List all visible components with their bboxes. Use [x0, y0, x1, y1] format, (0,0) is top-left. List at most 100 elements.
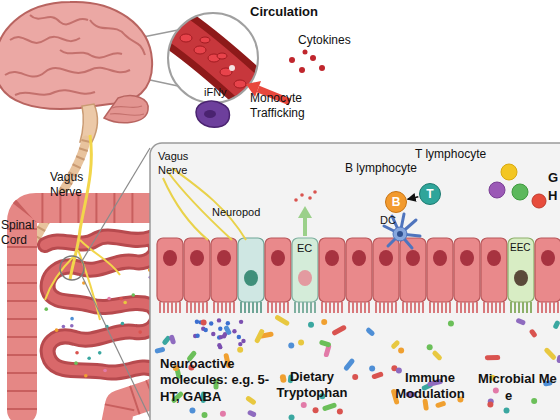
process-label: Monocyte Trafficking	[250, 91, 322, 121]
microvillus	[337, 302, 339, 313]
bacterium	[369, 365, 375, 371]
microbiota	[154, 314, 560, 420]
neuroactive-molecule	[195, 334, 199, 338]
microvillus	[287, 302, 289, 313]
cell-nucleus	[541, 250, 555, 266]
microvillus	[329, 302, 331, 313]
molecule-dot	[294, 198, 298, 202]
microvillus	[460, 302, 462, 313]
gut-microbe	[119, 297, 123, 301]
brain-sulcus	[90, 20, 145, 55]
microvillus	[229, 302, 231, 313]
bacterium	[371, 371, 384, 379]
neuroactive-molecule	[239, 320, 243, 324]
microvillus	[321, 302, 323, 313]
cell-body	[319, 238, 345, 302]
process-label: Dietary Tryptophan	[268, 369, 356, 402]
cell-nucleus	[271, 250, 285, 266]
cell-circle: B	[385, 191, 407, 213]
molecule-dot	[300, 193, 304, 197]
microvillus	[418, 302, 420, 313]
microvillus	[549, 302, 551, 313]
microvillus	[476, 302, 478, 313]
microvillus	[449, 302, 451, 313]
cell-label: EEC	[510, 242, 531, 255]
cell-body	[157, 238, 183, 302]
process-label: Immune Modulation	[385, 370, 475, 403]
cell-nucleus	[406, 250, 420, 266]
cell-label: Neuropod	[212, 206, 260, 220]
vagus-nerve	[45, 135, 120, 320]
bacterium	[319, 339, 332, 347]
bacterium	[448, 321, 454, 327]
cell-body	[346, 238, 372, 302]
neuroactive-molecule	[241, 339, 245, 343]
bacterium	[431, 350, 443, 362]
gut-wall-panel	[150, 143, 560, 420]
cerebellum-fold	[110, 106, 144, 115]
cell-body	[373, 238, 399, 302]
neuroactive-molecule	[204, 328, 208, 332]
microvillus	[422, 302, 424, 313]
epithelial-cell	[238, 238, 264, 313]
cytokine	[299, 67, 305, 73]
microvillus	[526, 302, 528, 313]
nerve-fiber	[45, 255, 75, 300]
cell-body	[454, 238, 480, 302]
microvillus	[283, 302, 285, 313]
neuroactive-molecule	[219, 335, 223, 339]
cerebellum	[104, 96, 148, 123]
gut-microbe	[74, 361, 78, 365]
activation-arrow	[408, 197, 419, 200]
bacterium	[280, 377, 286, 383]
release-arrow	[303, 216, 307, 236]
hormone-ball	[489, 182, 505, 198]
microvillus	[279, 302, 281, 313]
microvillus	[437, 302, 439, 313]
microvillus	[530, 302, 532, 313]
hormone-ball	[512, 184, 528, 200]
microvillus	[186, 302, 188, 313]
microvillus	[225, 302, 227, 313]
epithelium	[157, 238, 560, 313]
bacterium	[352, 374, 358, 380]
microvillus	[441, 302, 443, 313]
bacterium	[154, 347, 165, 354]
cell-type-label: B lymphocyte	[345, 161, 417, 175]
microvillus	[163, 302, 165, 313]
gut-microbe	[98, 351, 102, 355]
epithelial-cell	[184, 238, 210, 313]
microvillus	[368, 302, 370, 313]
epithelial-cell	[535, 238, 560, 313]
cell-nucleus	[460, 250, 474, 266]
epithelial-cell	[481, 238, 507, 313]
brain	[0, 2, 152, 142]
bacterium	[237, 347, 243, 353]
brain-sulcus	[15, 90, 95, 95]
circulation-outline	[168, 13, 258, 103]
molecule-dot	[308, 196, 312, 200]
microvillus	[433, 302, 435, 313]
microvillus	[194, 302, 196, 313]
microvillus	[159, 302, 161, 313]
cell-body	[535, 238, 560, 302]
section-title: Circulation	[250, 4, 318, 20]
bacterium	[220, 411, 226, 417]
microvillus	[252, 302, 254, 313]
gut-microbe	[70, 317, 74, 321]
gut-microbe	[44, 307, 48, 311]
cell-type-label: T lymphocyte	[415, 147, 486, 161]
bacterium	[308, 322, 314, 328]
microvillus	[221, 302, 223, 313]
neuroactive-molecule	[226, 321, 230, 325]
microvillus	[314, 302, 316, 313]
microvillus	[341, 302, 343, 313]
red-blood-cell	[234, 80, 246, 88]
microvillus	[514, 302, 516, 313]
microvillus	[271, 302, 273, 313]
bacterium	[331, 324, 347, 336]
microvillus	[310, 302, 312, 313]
cell-circle: T	[419, 183, 441, 205]
microvillus	[333, 302, 335, 313]
